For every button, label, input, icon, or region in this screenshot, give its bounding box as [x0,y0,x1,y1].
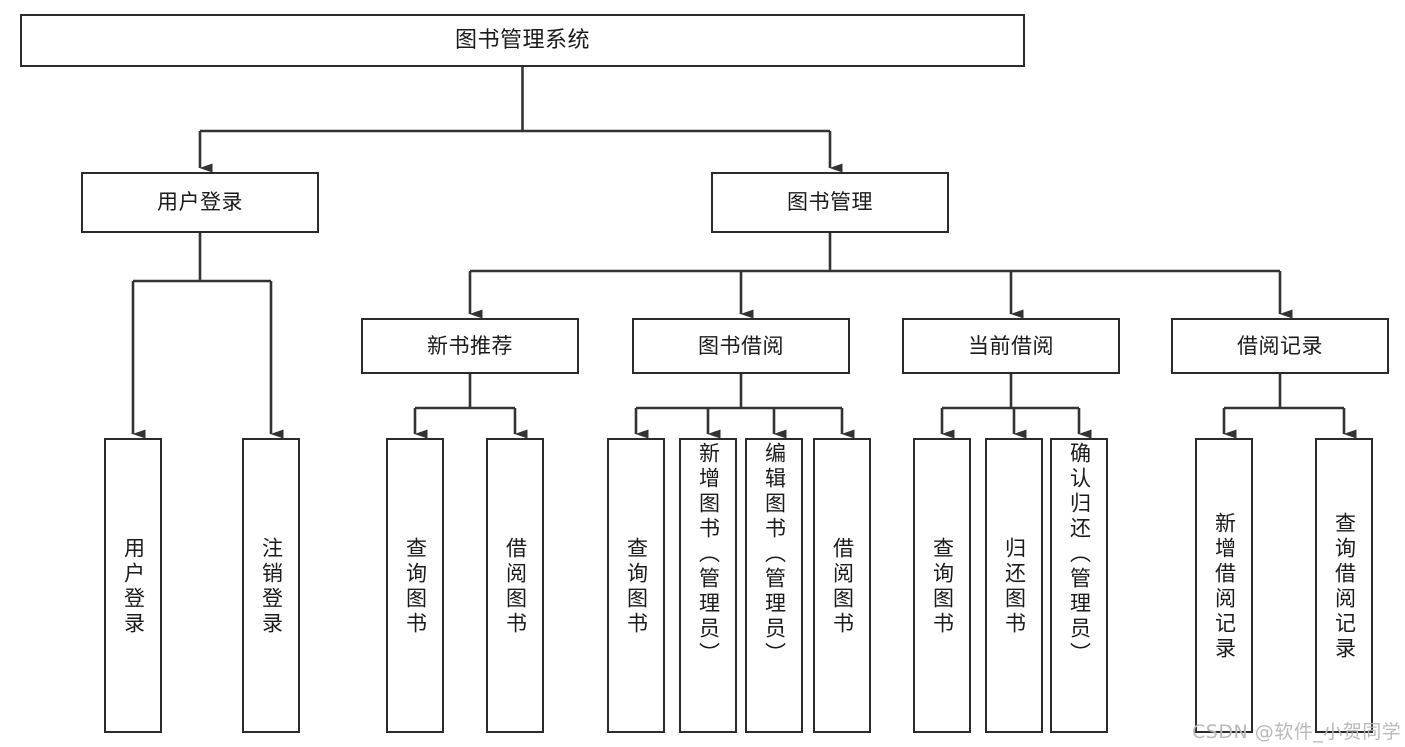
leaf-return-book-label: 归还图书 [1002,536,1027,637]
node-user-login[interactable]: 用户登录 [81,172,319,233]
csdn-watermark: CSDN @软件_小贺同学 [1192,721,1402,743]
leaf-query-book-1-label: 查询图书 [403,536,428,637]
leaf-borrow-book-2-label: 借阅图书 [830,536,855,637]
leaf-query-book-2-label: 查询图书 [624,536,649,637]
leaf-query-book-3-label: 查询图书 [930,536,955,637]
leaf-borrow-book-1-label: 借阅图书 [503,536,528,637]
node-book-management[interactable]: 图书管理 [711,172,949,233]
leaf-edit-book-admin[interactable]: 编辑图书（管理员） [745,438,803,733]
edge-group-user-login [131,233,284,439]
leaf-edit-book-admin-label: 编辑图书（管理员） [762,442,787,667]
node-current-borrow-label: 当前借阅 [968,333,1054,358]
node-user-login-label: 用户登录 [157,190,243,215]
edge-group-borrow [634,374,855,439]
leaf-return-book[interactable]: 归还图书 [985,438,1043,733]
leaf-add-borrow-record[interactable]: 新增借阅记录 [1195,438,1253,733]
node-borrow-record-label: 借阅记录 [1237,333,1323,358]
leaf-add-borrow-record-label: 新增借阅记录 [1212,511,1237,662]
node-book-borrow-label: 图书借阅 [698,333,784,358]
leaf-borrow-book-2[interactable]: 借阅图书 [813,438,871,733]
edge-group-new-book [413,374,528,439]
leaf-confirm-return-admin[interactable]: 确认归还（管理员） [1050,438,1108,733]
leaf-query-book-2[interactable]: 查询图书 [607,438,665,733]
leaf-logout-label: 注销登录 [259,536,284,637]
node-current-borrow[interactable]: 当前借阅 [902,318,1120,374]
leaf-logout[interactable]: 注销登录 [242,438,300,733]
edge-group-root [198,67,843,173]
node-book-borrow[interactable]: 图书借阅 [632,318,850,374]
leaf-add-book-admin-label: 新增图书（管理员） [696,442,721,667]
leaf-borrow-book-1[interactable]: 借阅图书 [486,438,544,733]
edge-group-current [940,374,1092,439]
leaf-user-login[interactable]: 用户登录 [104,438,162,733]
node-root-system-label: 图书管理系统 [454,27,590,53]
edge-group-record [1222,374,1357,439]
node-new-book-recommend-label: 新书推荐 [427,333,513,358]
leaf-query-borrow-record[interactable]: 查询借阅记录 [1315,438,1373,733]
edge-group-book-manage [468,233,1293,319]
leaf-query-borrow-record-label: 查询借阅记录 [1332,511,1357,662]
leaf-query-book-1[interactable]: 查询图书 [386,438,444,733]
leaf-add-book-admin[interactable]: 新增图书（管理员） [679,438,737,733]
node-root-system[interactable]: 图书管理系统 [20,14,1025,67]
node-book-management-label: 图书管理 [787,190,873,215]
leaf-query-book-3[interactable]: 查询图书 [913,438,971,733]
leaf-confirm-return-admin-label: 确认归还（管理员） [1067,442,1092,667]
node-borrow-record[interactable]: 借阅记录 [1171,318,1389,374]
node-new-book-recommend[interactable]: 新书推荐 [361,318,579,374]
leaf-user-login-label: 用户登录 [121,536,146,637]
